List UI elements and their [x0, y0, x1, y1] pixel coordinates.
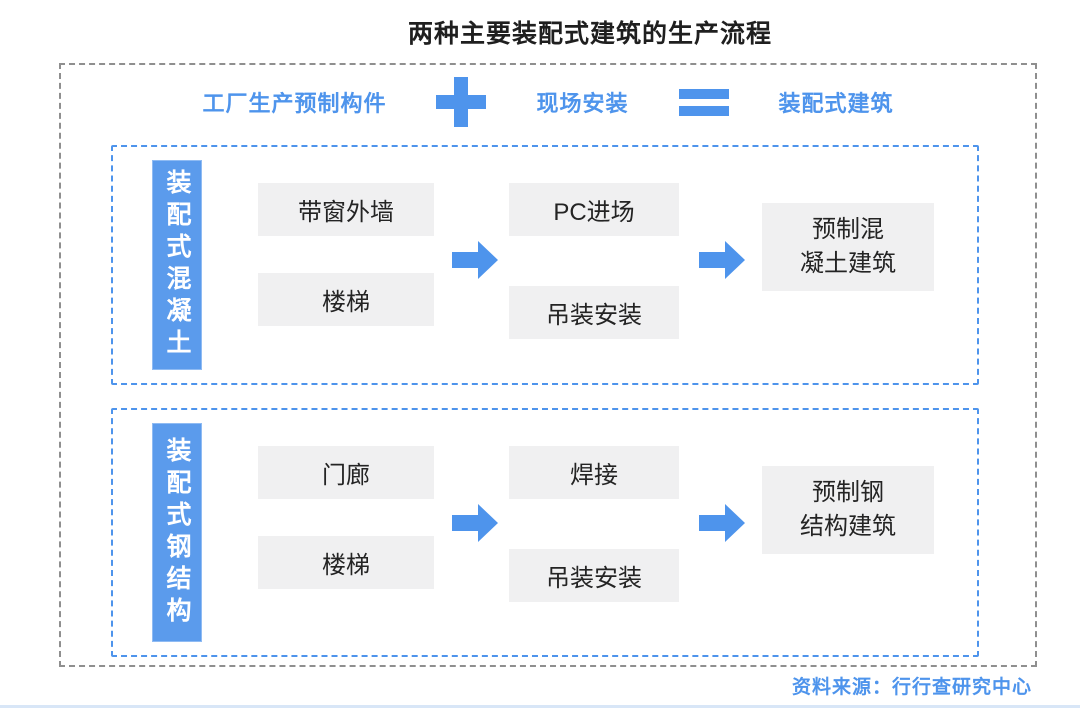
section-label-concrete: 装配式混凝土 [152, 160, 202, 370]
bottom-divider [0, 705, 1080, 708]
equation-row: 工厂生产预制构件 现场安装 装配式建筑 [61, 77, 1035, 127]
plus-icon [436, 77, 487, 127]
component-box-window-wall: 带窗外墙 [258, 183, 434, 236]
arrow-right-icon [452, 241, 498, 279]
equation-term-site: 现场安装 [536, 91, 629, 116]
equation-term-factory: 工厂生产预制构件 [202, 91, 387, 116]
component-box-stairs: 楼梯 [258, 536, 434, 589]
equation-term-result: 装配式建筑 [778, 91, 894, 116]
process-box-hoist-install: 吊装安装 [509, 286, 679, 339]
arrow-right-icon [452, 504, 498, 542]
component-box-stairs: 楼梯 [258, 273, 434, 326]
source-note: 资料来源：行行查研究中心 [791, 677, 1032, 698]
page-title: 两种主要装配式建筑的生产流程 [407, 20, 773, 48]
result-box-concrete-building: 预制混 凝土建筑 [762, 203, 934, 291]
equals-icon [678, 88, 729, 116]
diagram-container: 工厂生产预制构件 现场安装 装配式建筑 装配式混凝土 带窗外墙 楼梯 PC进场 … [59, 63, 1037, 667]
process-box-hoist-install: 吊装安装 [509, 549, 679, 602]
component-box-porch: 门廊 [258, 446, 434, 499]
arrow-right-icon [699, 241, 745, 279]
section-precast-concrete: 装配式混凝土 带窗外墙 楼梯 PC进场 吊装安装 预制混 凝土建筑 [111, 145, 979, 385]
process-box-pc-arrival: PC进场 [509, 183, 679, 236]
process-box-welding: 焊接 [509, 446, 679, 499]
section-label-steel: 装配式钢结构 [152, 423, 202, 642]
result-box-steel-building: 预制钢 结构建筑 [762, 466, 934, 554]
section-steel-structure: 装配式钢结构 门廊 楼梯 焊接 吊装安装 预制钢 结构建筑 [111, 408, 979, 657]
arrow-right-icon [699, 504, 745, 542]
